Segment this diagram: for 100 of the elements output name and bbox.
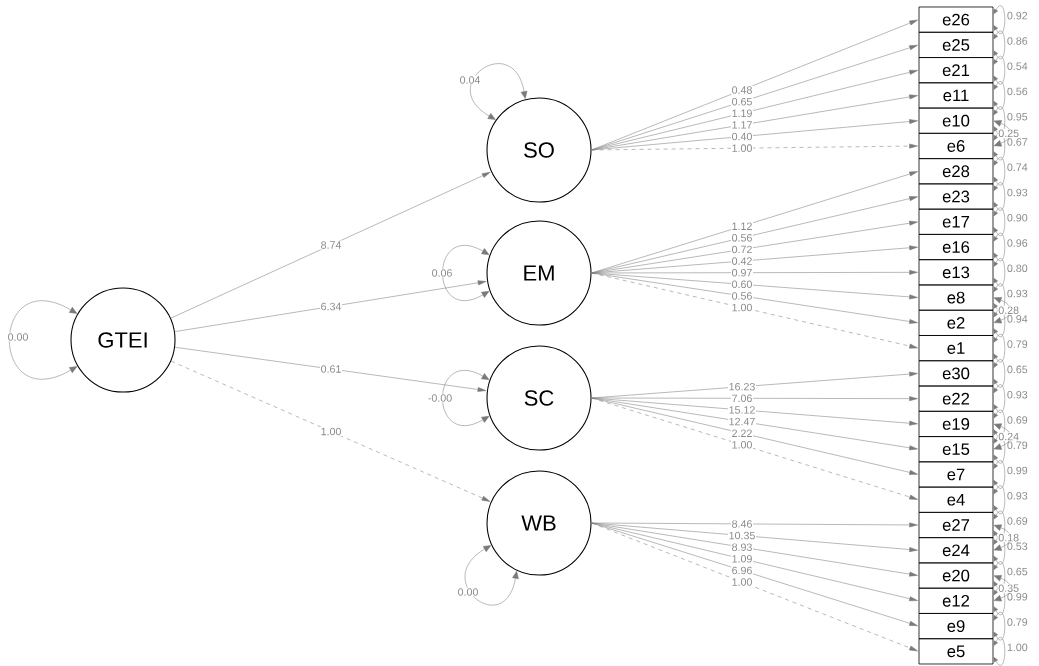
indicator-box: e15 [918,436,994,463]
edge-label: 0.79 [1007,340,1028,348]
edge-label: 0.93 [1007,491,1028,500]
indicator-box: e19 [918,410,994,437]
arrow [591,522,918,528]
covariance-curve [993,524,1011,551]
arrow [591,143,918,151]
edge-label: 0.97 [730,268,754,278]
edge-label: 0.56 [1007,87,1028,96]
arrow [591,272,918,324]
edge-label: 0.65 [1007,567,1028,576]
variance-loop [993,5,1006,34]
variance-loop [993,637,1006,666]
variance-loop [993,182,1006,211]
indicator-box: e22 [918,385,994,412]
covariance-curve [993,120,1011,147]
indicator-box: e2 [918,309,994,336]
edge-label: 0.72 [730,245,754,254]
variance-loop [993,409,1006,439]
indicator-box: e1 [918,335,994,362]
variance-loop [442,370,490,426]
arrow [591,397,918,475]
indicator-box: e9 [918,613,994,640]
edge-label: 0.56 [730,233,754,243]
indicator-box: e21 [918,57,994,84]
arrow [591,171,918,274]
edge-label: 0.60 [730,279,754,289]
edge-label: 12.47 [728,417,756,426]
indicator-box: e27 [918,512,994,539]
edge-label: 8.93 [730,542,754,552]
arrow [170,360,491,502]
indicator-box: e28 [918,158,994,185]
edge-label: 1.00 [1007,643,1028,652]
variance-loop [993,106,1006,135]
edge-label: 0.28 [997,305,1020,315]
edge-label: 0.74 [1007,163,1028,171]
arrow [174,280,487,332]
edge-label: 0.25 [997,128,1020,138]
edge-label: 0.56 [730,291,754,301]
edge-label: 0.90 [1007,214,1028,222]
edge-label: 0.80 [1007,264,1028,273]
arrow [591,396,918,402]
arrow [591,272,918,300]
edge-label: 10.35 [728,531,756,540]
variance-loop [464,545,519,606]
edge-label: 0.65 [730,97,754,107]
edge-label: 0.48 [730,85,754,95]
variance-loop [993,207,1006,236]
variance-loop [993,586,1006,616]
indicator-box: e4 [918,486,994,513]
edge-label: 0.00 [456,587,480,597]
edge-label: 0.35 [997,583,1020,593]
edge-label: 0.42 [730,256,754,266]
indicator-box: e7 [918,461,994,488]
edge-label: 0.04 [458,75,482,85]
edge-label: 0.61 [319,364,343,374]
edge-label: 0.79 [1007,618,1028,626]
variance-loop [993,561,1006,590]
edge-label: 8.74 [319,240,343,250]
edge-label: 0.93 [1007,188,1028,197]
arrow [174,347,487,392]
edge-label: 0.40 [730,132,754,141]
edge-label: 1.12 [730,221,754,231]
edge-label: 0.99 [1007,466,1028,475]
edge-label: 0.92 [1007,11,1028,20]
edge-label: 1.09 [730,554,754,564]
edge-label: 0.65 [1007,365,1028,374]
indicator-box: e6 [918,132,994,159]
edge-label: 0.06 [430,268,454,278]
arrow [591,522,918,627]
edge-label: 0.86 [1007,37,1028,45]
edge-label: 0.54 [1007,62,1028,70]
edge-label: 0.53 [1007,542,1028,551]
variance-loop [993,55,1006,85]
edge-label: 0.79 [1007,441,1028,449]
variance-loop [993,157,1006,186]
variance-loop [993,536,1006,565]
edge-label: 2.22 [730,428,754,438]
edge-label: 0.24 [997,432,1020,441]
variance-loop [993,30,1006,60]
edge-label: 15.12 [728,405,756,415]
arrow [170,172,491,319]
indicator-box: e23 [918,183,994,210]
indicator-box: e8 [918,284,994,311]
edge-label: 0.96 [1007,239,1028,247]
edge-label: 1.00 [730,303,754,312]
variance-loop [9,300,78,380]
edge-label: 0.99 [1007,593,1028,601]
variance-loop [993,384,1006,413]
edge-label: 0.69 [1007,517,1028,525]
indicator-box: e11 [918,82,994,109]
variance-loop [993,333,1006,363]
edge-label: 16.23 [728,382,756,392]
variance-loop [993,81,1006,110]
covariance-curve [993,575,1011,602]
variance-loop [993,283,1006,312]
arrow [591,397,918,451]
edge-label: 1.00 [730,577,754,587]
edge-label: 6.34 [319,302,343,311]
arrow [591,522,918,577]
